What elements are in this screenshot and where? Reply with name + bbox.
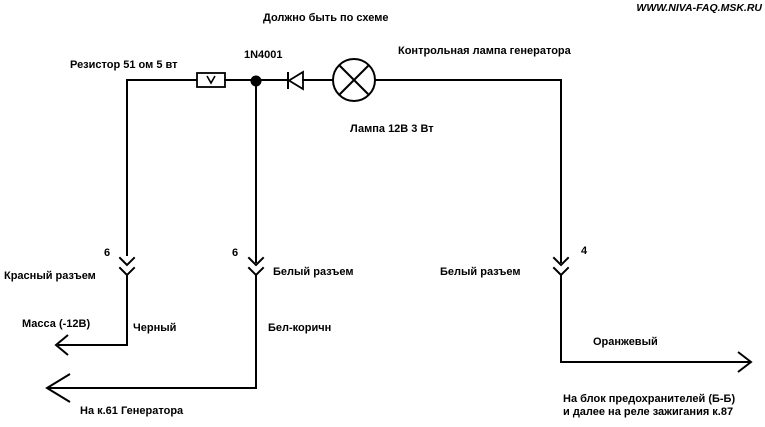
connector-middle-label: Белый разъем [273,266,354,278]
connector-right-pin: 4 [581,245,588,257]
arrow-generator [45,373,71,403]
diode-symbol [287,70,304,91]
wire-ground [58,275,128,346]
connector-left-symbol [118,256,136,277]
arrow-ground [54,334,69,356]
wire-label-white-brown: Бел-коричн [268,322,331,334]
destination-fuse-line2: и далее на реле зажигания к.87 [563,406,733,418]
resistor-label: Резистор 51 ом 5 вт [70,59,178,71]
destination-fuse-line1: На блок предохранителей (Б-Б) [563,393,735,405]
connector-left-label: Красный разъем [4,270,96,282]
destination-ground: Масса (-12В) [22,318,90,330]
connector-right-label: Белый разъем [440,266,521,278]
wire-generator [48,275,257,389]
diagram-title: Должно быть по схеме [263,12,388,24]
wire-lamp-right [374,79,562,263]
wire-label-orange: Оранжевый [593,336,658,348]
lamp-symbol [332,58,376,102]
wire-left-top [126,79,198,256]
lamp-spec-label: Лампа 12В 3 Вт [350,123,434,135]
resistor-symbol [196,72,226,88]
diode-label: 1N4001 [244,49,283,61]
wire-fuse-block [560,275,750,363]
lamp-name-label: Контрольная лампа генератора [398,45,572,57]
connector-middle-pin: 6 [232,247,238,259]
site-watermark: WWW.NIVA-FAQ.MSK.RU [636,2,762,14]
connector-left-pin: 6 [104,247,110,259]
wire-label-black: Черный [133,322,176,334]
destination-generator: На к.61 Генератора [80,405,184,417]
arrow-fuse-block [737,351,753,373]
